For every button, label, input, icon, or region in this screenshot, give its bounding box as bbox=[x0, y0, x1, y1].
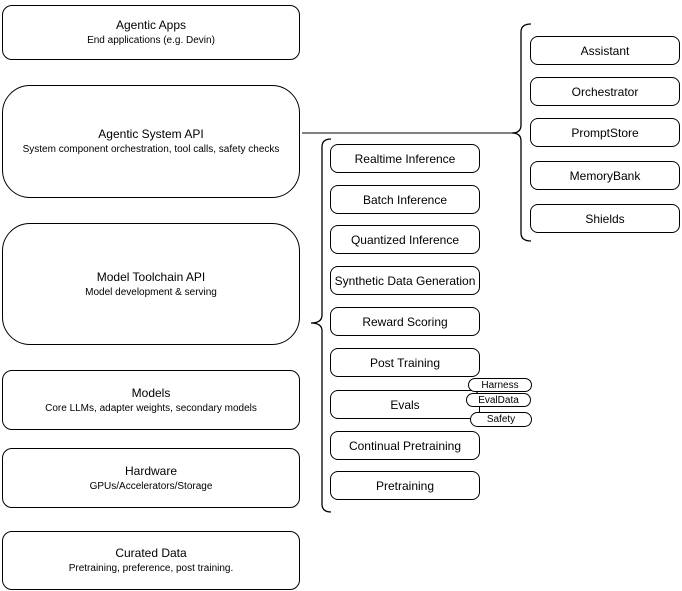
node-realtime-inference: Realtime Inference bbox=[330, 144, 480, 173]
node-title: Curated Data bbox=[115, 546, 187, 560]
node-memorybank: MemoryBank bbox=[530, 161, 680, 190]
node-label: Reward Scoring bbox=[362, 314, 448, 329]
system-components-brace bbox=[511, 23, 532, 242]
tag-harness: Harness bbox=[468, 378, 532, 392]
tag-safety: Safety bbox=[470, 412, 532, 427]
node-orchestrator: Orchestrator bbox=[530, 77, 680, 106]
tag-label: Safety bbox=[486, 414, 516, 425]
node-label: MemoryBank bbox=[569, 168, 641, 183]
node-agentic-system-api: Agentic System API System component orch… bbox=[2, 85, 300, 198]
node-subtitle: End applications (e.g. Devin) bbox=[87, 35, 215, 46]
node-subtitle: Core LLMs, adapter weights, secondary mo… bbox=[45, 402, 257, 414]
node-title: Hardware bbox=[124, 463, 178, 478]
node-model-toolchain-api: Model Toolchain API Model development & … bbox=[2, 223, 300, 345]
node-reward-scoring: Reward Scoring bbox=[330, 307, 480, 336]
node-batch-inference: Batch Inference bbox=[330, 185, 480, 214]
node-subtitle: Model development & serving bbox=[85, 286, 217, 298]
node-evals: Evals bbox=[330, 390, 480, 419]
node-pretraining: Pretraining bbox=[330, 471, 480, 500]
node-label: Realtime Inference bbox=[354, 151, 456, 166]
node-synthetic-data-generation: Synthetic Data Generation bbox=[330, 266, 480, 295]
node-shields: Shields bbox=[530, 204, 680, 233]
toolchain-brace bbox=[310, 138, 332, 513]
node-agentic-apps: Agentic Apps End applications (e.g. Devi… bbox=[2, 5, 300, 60]
node-subtitle: System component orchestration, tool cal… bbox=[22, 144, 280, 155]
node-title: Models bbox=[131, 385, 171, 400]
node-label: Quantized Inference bbox=[350, 232, 460, 247]
tag-evaldata: EvalData bbox=[466, 393, 531, 407]
node-label: PromptStore bbox=[571, 125, 639, 140]
node-label: Orchestrator bbox=[571, 84, 639, 99]
node-subtitle: Pretraining, preference, post training. bbox=[68, 563, 234, 574]
node-continual-pretraining: Continual Pretraining bbox=[330, 431, 480, 460]
node-label: Post Training bbox=[369, 355, 441, 370]
node-curated-data: Curated Data Pretraining, preference, po… bbox=[2, 531, 300, 590]
node-label: Pretraining bbox=[375, 478, 435, 493]
node-promptstore: PromptStore bbox=[530, 118, 680, 147]
node-title: Agentic Apps bbox=[115, 18, 187, 32]
node-models: Models Core LLMs, adapter weights, secon… bbox=[2, 370, 300, 430]
node-label: Evals bbox=[390, 397, 420, 412]
node-quantized-inference: Quantized Inference bbox=[330, 225, 480, 254]
node-label: Shields bbox=[585, 211, 625, 226]
node-label: Assistant bbox=[580, 43, 630, 58]
tag-label: EvalData bbox=[478, 394, 519, 406]
tag-label: Harness bbox=[481, 379, 519, 391]
node-assistant: Assistant bbox=[530, 36, 680, 65]
node-post-training: Post Training bbox=[330, 348, 480, 377]
node-title: Agentic System API bbox=[98, 127, 204, 141]
node-label: Batch Inference bbox=[362, 192, 448, 207]
node-label: Continual Pretraining bbox=[348, 438, 462, 453]
node-title: Model Toolchain API bbox=[96, 269, 206, 284]
node-label: Synthetic Data Generation bbox=[334, 273, 476, 288]
node-hardware: Hardware GPUs/Accelerators/Storage bbox=[2, 448, 300, 508]
node-subtitle: GPUs/Accelerators/Storage bbox=[89, 480, 213, 492]
